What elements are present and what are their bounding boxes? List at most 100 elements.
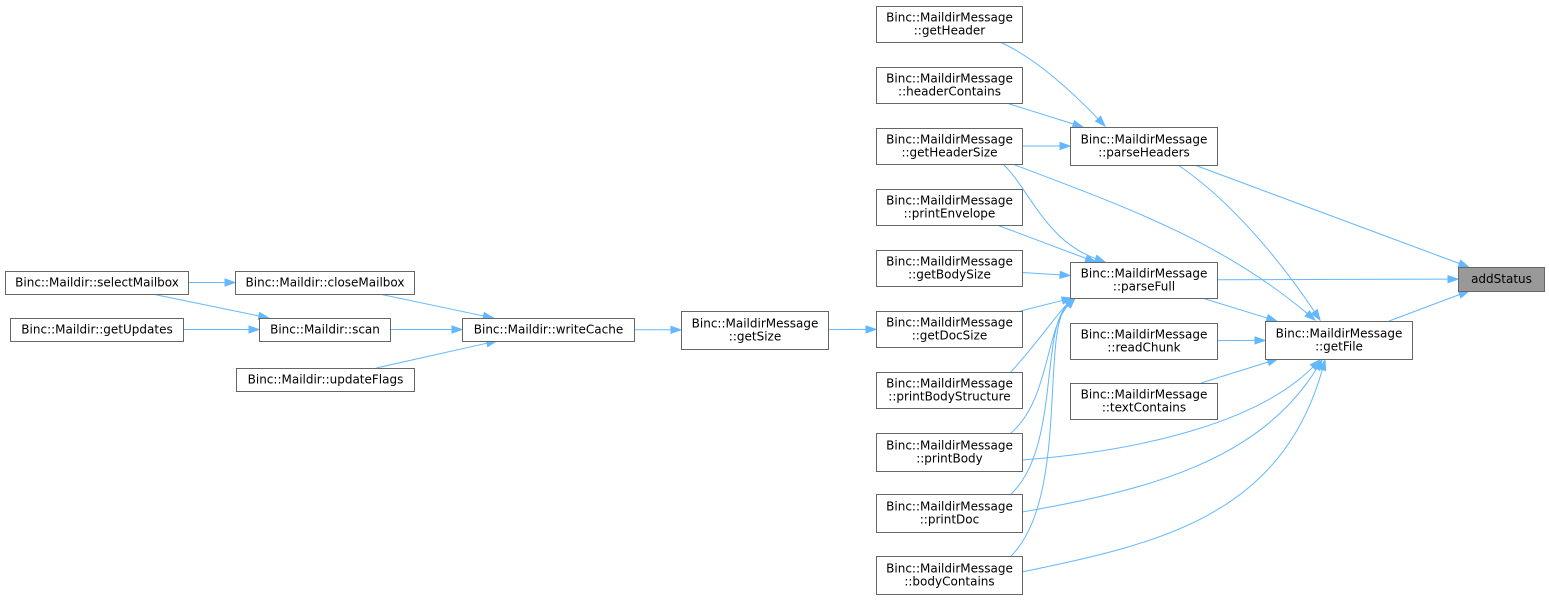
node-printBodyStructure[interactable]: Binc::MaildirMessage::printBodyStructure xyxy=(876,372,1023,409)
node-label-line: ::textContains xyxy=(1102,401,1186,415)
edge-getHeaderSize-to-getFile xyxy=(1014,164,1317,321)
node-selectMailbox[interactable]: Binc::Maildir::selectMailbox xyxy=(5,271,189,295)
edge-line xyxy=(996,224,1087,259)
node-textContains[interactable]: Binc::MaildirMessage::textContains xyxy=(1070,383,1218,420)
node-box xyxy=(1070,127,1218,166)
node-label-line: Binc::Maildir::writeCache xyxy=(474,323,623,337)
edge-line xyxy=(1014,164,1308,314)
node-box xyxy=(259,318,391,342)
node-parseHeaders[interactable]: Binc::MaildirMessage::parseHeaders xyxy=(1070,127,1218,166)
node-label-line: Binc::MaildirMessage xyxy=(886,72,1013,86)
node-getDocSize[interactable]: Binc::MaildirMessage::getDocSize xyxy=(876,311,1023,348)
edge-selectMailbox-to-closeMailbox xyxy=(188,278,237,287)
node-box xyxy=(876,494,1023,533)
node-getUpdates[interactable]: Binc::Maildir::getUpdates xyxy=(10,318,184,342)
edge-getUpdates-to-scan xyxy=(183,325,261,334)
node-getFile[interactable]: Binc::MaildirMessage::getFile xyxy=(1265,321,1413,360)
node-label-line: ::printBodyStructure xyxy=(888,390,1010,404)
node-label-line: Binc::MaildirMessage xyxy=(886,11,1013,25)
edge-parseFull-to-getFile xyxy=(1201,297,1279,322)
node-box xyxy=(876,250,1023,287)
edge-arrowhead xyxy=(1064,296,1077,309)
edge-line xyxy=(1009,304,1068,496)
node-headerContains[interactable]: Binc::MaildirMessage::headerContains xyxy=(876,67,1023,104)
node-label-line: Binc::MaildirMessage xyxy=(1081,328,1208,342)
node-box xyxy=(1265,321,1413,360)
edge-line xyxy=(999,41,1099,120)
node-label-line: ::getHeader xyxy=(914,24,986,38)
edge-arrowhead xyxy=(1310,308,1321,322)
node-bodyContains[interactable]: Binc::MaildirMessage::bodyContains xyxy=(876,556,1023,595)
node-label-line: ::getDocSize xyxy=(912,329,988,343)
edge-line xyxy=(1194,164,1460,264)
node-addStatus: addStatus xyxy=(1458,267,1545,292)
edge-getHeaderSize-to-parseHeaders xyxy=(1022,141,1072,151)
node-label-line: Binc::MaildirMessage xyxy=(1081,133,1208,147)
edge-arrowhead xyxy=(1254,336,1267,345)
node-box xyxy=(876,67,1023,104)
edge-line xyxy=(1009,303,1068,374)
edge-arrowhead xyxy=(1318,358,1327,372)
edge-line xyxy=(1216,278,1449,281)
node-label-line: ::parseFull xyxy=(1113,280,1175,294)
node-label-line: ::getBodySize xyxy=(908,268,991,282)
edge-arrowhead xyxy=(1059,141,1072,151)
node-label-line: Binc::MaildirMessage xyxy=(1081,267,1208,281)
edge-line xyxy=(376,342,488,369)
node-label-line: ::getHeaderSize xyxy=(901,146,997,160)
node-box xyxy=(236,368,415,392)
node-label-line: Binc::MaildirMessage xyxy=(886,194,1013,208)
edge-readChunk-to-getFile xyxy=(1216,336,1267,345)
node-label-line: Binc::MaildirMessage xyxy=(886,255,1013,269)
edge-bodyContains-to-parseFull xyxy=(1009,296,1077,558)
node-label-line: ::printDoc xyxy=(920,513,979,527)
node-writeCache[interactable]: Binc::Maildir::writeCache xyxy=(462,318,635,342)
node-scan[interactable]: Binc::Maildir::scan xyxy=(259,318,391,342)
node-label-line: Binc::MaildirMessage xyxy=(1081,388,1208,402)
node-box xyxy=(681,311,829,350)
node-label-line: ::printEnvelope xyxy=(904,207,996,221)
edge-arrowhead xyxy=(224,278,237,287)
node-label-line: Binc::MaildirMessage xyxy=(886,133,1013,147)
edge-line xyxy=(1021,369,1323,573)
node-parseFull[interactable]: Binc::MaildirMessage::parseFull xyxy=(1070,262,1218,299)
edge-arrowhead xyxy=(1059,270,1072,280)
edge-line xyxy=(1006,102,1074,125)
edge-arrowhead xyxy=(1447,274,1460,284)
node-label-line: Binc::Maildir::updateFlags xyxy=(248,373,404,387)
node-label-line: Binc::MaildirMessage xyxy=(886,377,1013,391)
node-box xyxy=(876,189,1023,226)
edge-textContains-to-getFile xyxy=(1200,358,1280,384)
edge-arrowhead xyxy=(1094,115,1107,128)
node-readChunk[interactable]: Binc::MaildirMessage::readChunk xyxy=(1070,323,1218,360)
node-box xyxy=(1070,262,1218,299)
node-box xyxy=(876,128,1023,165)
node-label-line: Binc::Maildir::scan xyxy=(270,323,380,337)
node-getBodySize[interactable]: Binc::MaildirMessage::getBodySize xyxy=(876,250,1023,287)
edge-printEnvelope-to-parseFull xyxy=(996,224,1097,263)
node-box xyxy=(462,318,635,342)
edge-parseHeaders-to-addStatus xyxy=(1194,164,1471,268)
edge-getFile-to-addStatus xyxy=(1388,290,1471,322)
node-printDoc[interactable]: Binc::MaildirMessage::printDoc xyxy=(876,494,1023,533)
edge-getSize-to-getDocSize xyxy=(827,325,878,334)
edge-arrowhead xyxy=(670,325,683,335)
node-getHeaderSize[interactable]: Binc::MaildirMessage::getHeaderSize xyxy=(876,128,1023,165)
node-label-line: ::printBody xyxy=(916,452,983,466)
node-printBody[interactable]: Binc::MaildirMessage::printBody xyxy=(876,433,1023,472)
edge-updateFlags-to-writeCache xyxy=(376,339,499,369)
node-label-line: Binc::Maildir::selectMailbox xyxy=(15,276,179,290)
node-closeMailbox[interactable]: Binc::Maildir::closeMailbox xyxy=(235,271,415,295)
node-box xyxy=(876,433,1023,472)
node-getSize[interactable]: Binc::MaildirMessage::getSize xyxy=(681,311,829,350)
edge-writeCache-to-getSize xyxy=(633,325,683,335)
node-getHeader[interactable]: Binc::MaildirMessage::getHeader xyxy=(876,6,1023,43)
edge-line xyxy=(1177,164,1315,312)
node-label-line: Binc::Maildir::getUpdates xyxy=(21,323,172,337)
node-label-line: ::getFile xyxy=(1315,340,1363,354)
node-updateFlags[interactable]: Binc::Maildir::updateFlags xyxy=(236,368,415,392)
edge-line xyxy=(1002,163,1096,260)
node-box xyxy=(876,556,1023,595)
node-printEnvelope[interactable]: Binc::MaildirMessage::printEnvelope xyxy=(876,189,1023,226)
